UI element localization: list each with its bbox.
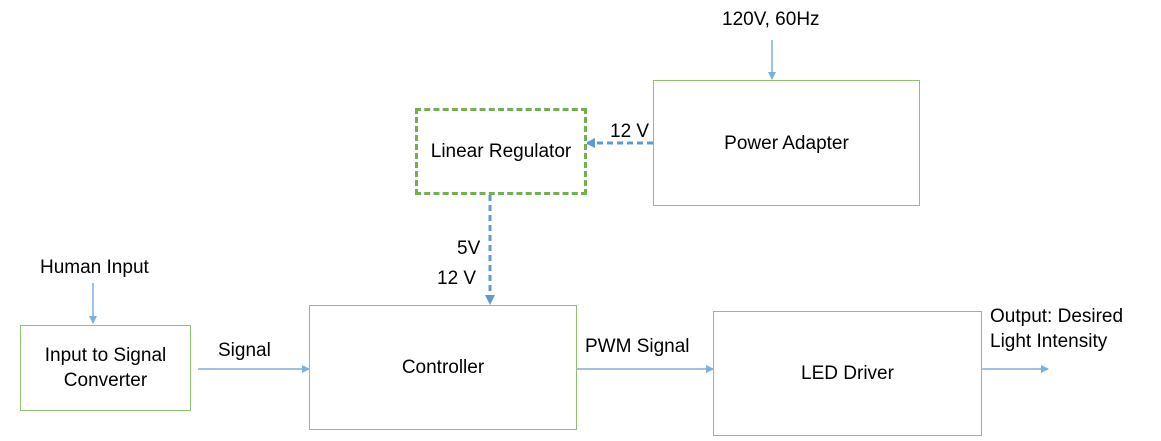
led-driver-block: LED Driver [713, 311, 982, 436]
signal-label: Signal [218, 340, 271, 361]
regulator-5v-label: 5V [457, 238, 481, 259]
input-converter-block: Input to Signal Converter [20, 325, 191, 411]
controller-block: Controller [309, 305, 577, 430]
input-converter-label: Input to Signal Converter [44, 345, 167, 391]
mains-label: 120V, 60Hz [722, 9, 820, 30]
power-adapter-block: Power Adapter [653, 80, 920, 206]
linear-regulator-label: Linear Regulator [430, 141, 572, 162]
regulator-12v-label: 12 V [437, 268, 477, 289]
pwm-label: PWM Signal [585, 336, 690, 357]
led-driver-label: LED Driver [801, 363, 894, 384]
power-adapter-label: Power Adapter [724, 132, 849, 154]
adapter-output-label: 12 V [610, 121, 650, 142]
output-label: Output: Desired Light Intensity [990, 306, 1124, 352]
linear-regulator-block: Linear Regulator [415, 108, 587, 195]
human-input-label: Human Input [40, 257, 149, 278]
controller-label: Controller [401, 357, 485, 378]
